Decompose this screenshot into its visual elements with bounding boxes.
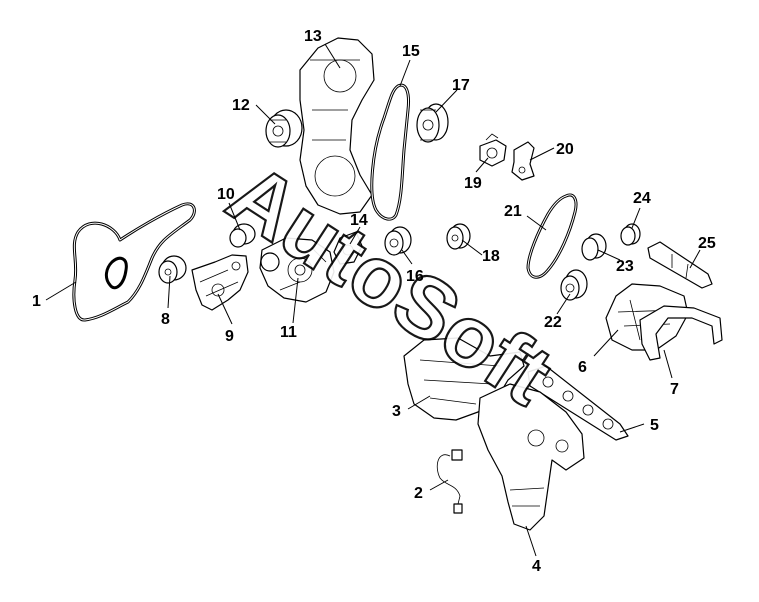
callout-17[interactable]: 17 [452,77,470,94]
callout-4[interactable]: 4 [532,558,541,575]
exhaust-shield-frame[interactable] [639,305,723,361]
callout-10[interactable]: 10 [217,186,235,203]
exhaust-manifold-catalyst[interactable] [477,383,585,531]
callout-14[interactable]: 14 [350,212,368,229]
callout-1[interactable]: 1 [32,293,41,310]
callout-25[interactable]: 25 [698,235,716,252]
callout-13[interactable]: 13 [304,28,322,45]
callout-9[interactable]: 9 [225,328,234,345]
balance-shaft[interactable] [647,241,713,289]
small-pulley[interactable] [229,223,256,248]
callout-7[interactable]: 7 [670,381,679,398]
callout-18[interactable]: 18 [482,248,500,265]
idler-pulley[interactable] [158,255,187,284]
tensioner-bracket[interactable] [191,254,249,311]
balance-shaft-pulley[interactable] [560,269,588,301]
balance-shaft-idler[interactable] [581,233,607,261]
leader-lines [45,43,701,557]
callout-24[interactable]: 24 [633,190,651,207]
balance-shaft-belt[interactable] [526,193,578,279]
callout-5[interactable]: 5 [650,417,659,434]
callout-23[interactable]: 23 [616,258,634,275]
timing-tensioner-pulley[interactable] [265,109,303,148]
callout-15[interactable]: 15 [402,43,420,60]
callout-16[interactable]: 16 [406,268,424,285]
auxiliary-belt[interactable] [72,202,196,322]
callout-12[interactable]: 12 [232,97,250,114]
belt-tensioner[interactable] [479,133,507,167]
callout-21[interactable]: 21 [504,203,522,220]
callout-22[interactable]: 22 [544,314,562,331]
callout-labels: 1 2 3 4 5 6 7 8 9 10 11 12 13 14 15 16 1… [32,28,716,575]
oxygen-sensor[interactable] [436,449,463,514]
callout-8[interactable]: 8 [161,311,170,328]
camshaft-sprocket[interactable] [416,103,449,143]
callout-20[interactable]: 20 [556,141,574,158]
tensioner-bracket-small[interactable] [511,141,535,181]
crankshaft-pulley[interactable] [384,226,412,256]
water-pump[interactable] [259,237,335,303]
callout-6[interactable]: 6 [578,359,587,376]
callout-3[interactable]: 3 [392,403,401,420]
callout-2[interactable]: 2 [414,485,423,502]
crankshaft-sprocket[interactable] [446,223,471,250]
timing-belt[interactable] [370,83,410,221]
balance-shaft-gear[interactable] [620,223,641,246]
timing-belt-cover[interactable] [299,37,375,215]
watermark-text: AutoSoft [212,145,569,423]
callout-11[interactable]: 11 [280,324,297,341]
callout-19[interactable]: 19 [464,175,482,192]
pump-gasket[interactable] [333,231,363,265]
